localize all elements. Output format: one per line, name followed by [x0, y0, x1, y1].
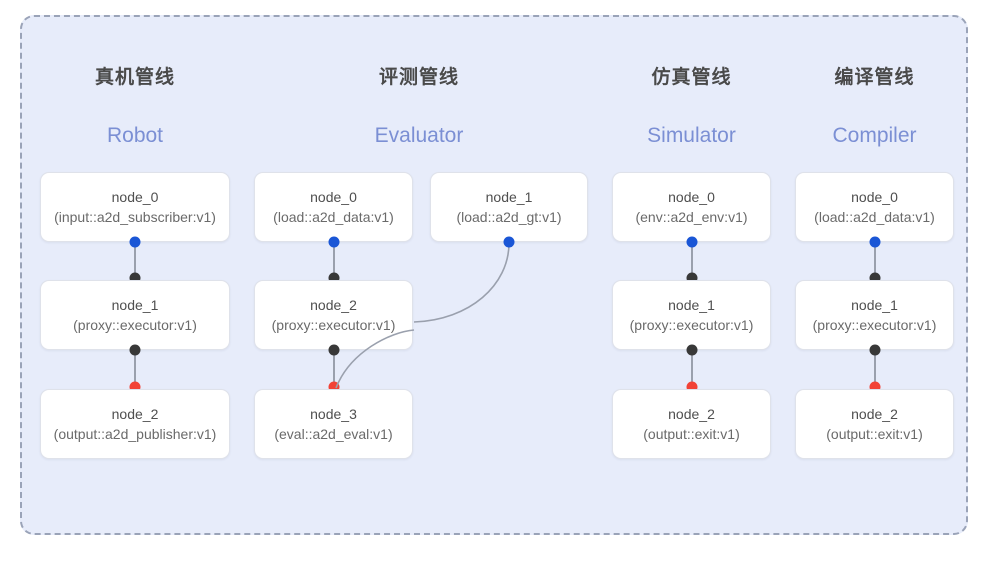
edge-simulator-0-1 [691, 242, 693, 278]
port-in-black-robot-1 [129, 272, 141, 284]
column-subtitle-simulator: Simulator [647, 124, 736, 147]
node-evaluator-2[interactable]: node_2 (proxy::executor:v1) [254, 280, 413, 350]
node-id: node_0 [851, 189, 898, 205]
node-type: (proxy::executor:v1) [271, 317, 396, 333]
edge-robot-1-2 [134, 350, 136, 387]
node-evaluator-gt[interactable]: node_1 (load::a2d_gt:v1) [430, 172, 588, 242]
node-type: (input::a2d_subscriber:v1) [54, 209, 216, 225]
edge-evaluator-2-3 [333, 350, 335, 387]
edge-compiler-1-2 [874, 350, 876, 387]
node-id: node_2 [668, 406, 715, 422]
node-robot-0[interactable]: node_0 (input::a2d_subscriber:v1) [40, 172, 230, 242]
node-id: node_2 [111, 406, 159, 422]
node-compiler-0[interactable]: node_0 (load::a2d_data:v1) [795, 172, 954, 242]
node-simulator-0[interactable]: node_0 (env::a2d_env:v1) [612, 172, 771, 242]
node-id: node_1 [485, 189, 533, 205]
node-id: node_2 [310, 297, 357, 313]
edge-compiler-0-1 [874, 242, 876, 278]
column-subtitle-evaluator: Evaluator [374, 124, 464, 147]
column-title-compiler: 编译管线 [834, 67, 915, 88]
port-in-red-robot-2 [129, 381, 141, 393]
node-type: (output::exit:v1) [643, 426, 740, 442]
port-out-blue-robot-0 [129, 236, 141, 248]
node-type: (proxy::executor:v1) [73, 317, 197, 333]
column-subtitle-compiler: Compiler [832, 124, 917, 147]
port-in-black-evaluator-2 [328, 272, 340, 284]
port-in-red-simulator-2 [686, 381, 698, 393]
port-out-black-robot-1 [129, 344, 141, 356]
node-type: (load::a2d_data:v1) [814, 209, 935, 225]
edge-robot-0-1 [134, 242, 136, 278]
node-id: node_1 [851, 297, 898, 313]
node-robot-2[interactable]: node_2 (output::a2d_publisher:v1) [40, 389, 230, 459]
node-compiler-1[interactable]: node_1 (proxy::executor:v1) [795, 280, 954, 350]
node-id: node_0 [668, 189, 715, 205]
port-in-red-evaluator-3 [328, 381, 340, 393]
column-title-evaluator: 评测管线 [378, 67, 459, 88]
port-out-black-compiler-1 [869, 344, 881, 356]
node-id: node_3 [310, 406, 357, 422]
column-title-robot: 真机管线 [94, 67, 175, 88]
column-subtitle-robot: Robot [106, 124, 164, 147]
node-id: node_0 [111, 189, 159, 205]
node-id: node_1 [111, 297, 159, 313]
node-id: node_2 [851, 406, 898, 422]
node-type: (eval::a2d_eval:v1) [274, 426, 393, 442]
node-type: (env::a2d_env:v1) [635, 209, 748, 225]
port-out-blue-evaluator-0 [328, 236, 340, 248]
port-out-blue-simulator-0 [686, 236, 698, 248]
node-compiler-2[interactable]: node_2 (output::exit:v1) [795, 389, 954, 459]
node-robot-1[interactable]: node_1 (proxy::executor:v1) [40, 280, 230, 350]
port-out-black-simulator-1 [686, 344, 698, 356]
node-simulator-1[interactable]: node_1 (proxy::executor:v1) [612, 280, 771, 350]
port-in-red-compiler-2 [869, 381, 881, 393]
node-type: (proxy::executor:v1) [629, 317, 754, 333]
edge-simulator-1-2 [691, 350, 693, 387]
port-in-black-simulator-1 [686, 272, 698, 284]
node-type: (load::a2d_gt:v1) [456, 209, 562, 225]
node-simulator-2[interactable]: node_2 (output::exit:v1) [612, 389, 771, 459]
edge-evaluator-0-2 [333, 242, 335, 278]
node-type: (output::a2d_publisher:v1) [53, 426, 217, 442]
port-out-blue-compiler-0 [869, 236, 881, 248]
node-type: (output::exit:v1) [826, 426, 923, 442]
node-id: node_1 [668, 297, 715, 313]
node-evaluator-3[interactable]: node_3 (eval::a2d_eval:v1) [254, 389, 413, 459]
node-evaluator-0[interactable]: node_0 (load::a2d_data:v1) [254, 172, 413, 242]
node-type: (proxy::executor:v1) [812, 317, 937, 333]
port-in-black-compiler-1 [869, 272, 881, 284]
port-out-black-evaluator-2 [328, 344, 340, 356]
column-title-simulator: 仿真管线 [651, 67, 732, 88]
node-type: (load::a2d_data:v1) [273, 209, 394, 225]
port-out-blue-evaluator-gt [503, 236, 515, 248]
node-id: node_0 [310, 189, 357, 205]
